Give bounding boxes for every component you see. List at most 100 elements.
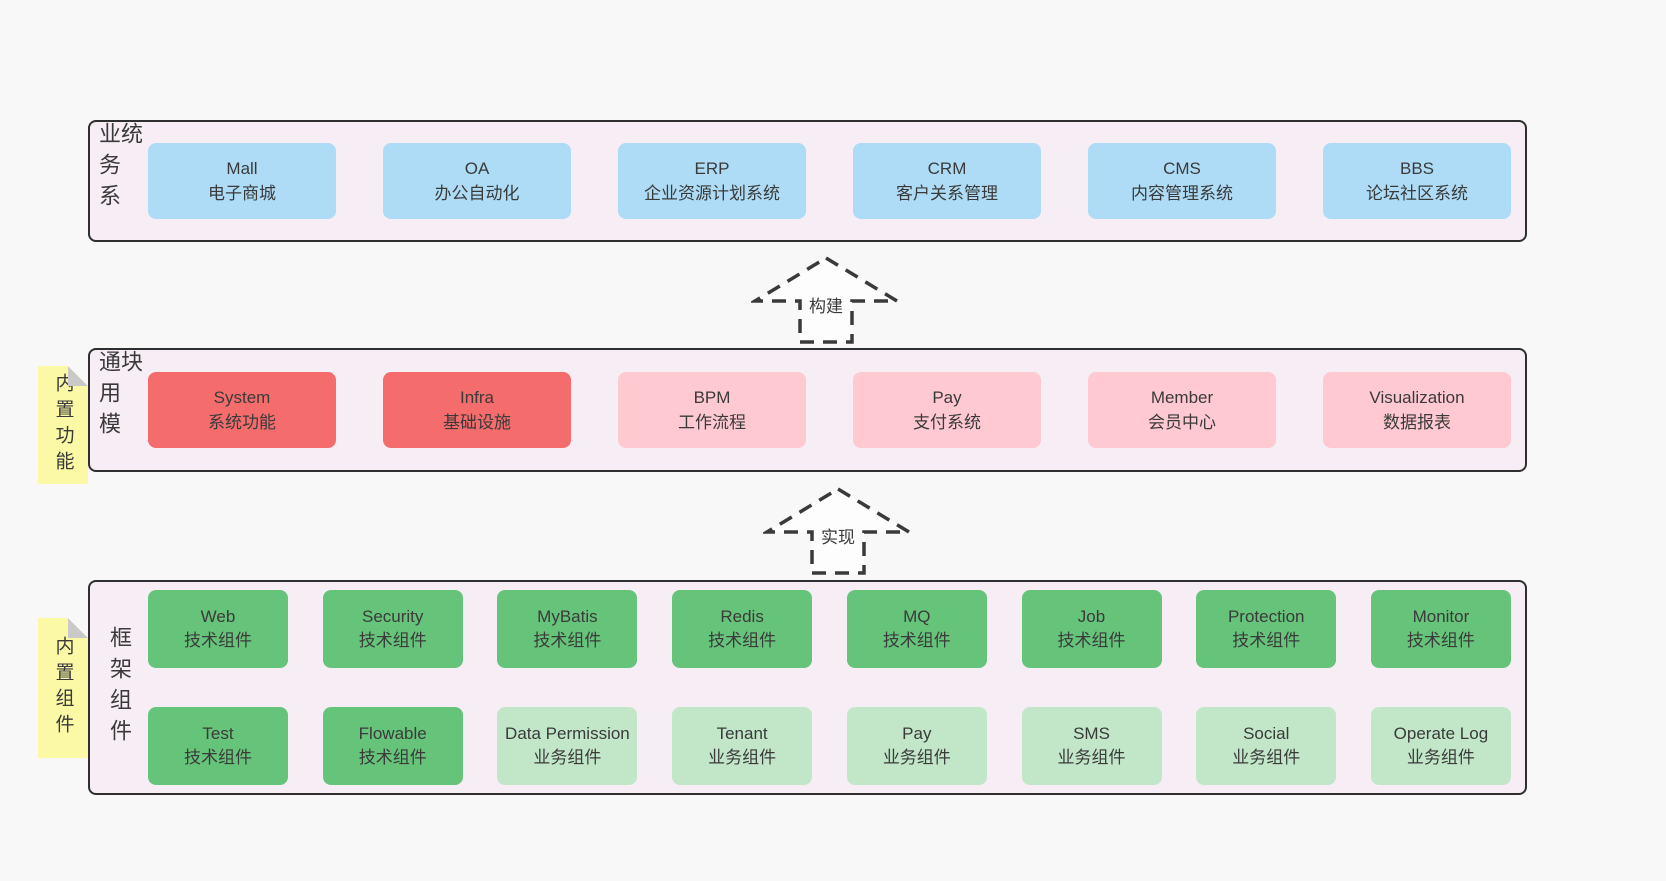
box-name: MyBatis xyxy=(537,607,598,627)
layer-label-common: 通用模块 xyxy=(90,350,148,470)
business-systems-layer: 业务系统 Mall 电子商城 OA 办公自动化 ERP 企业资源计划系统 CRM… xyxy=(88,120,1527,242)
note-text: 内置组件 xyxy=(52,636,74,740)
box-bpm: BPM 工作流程 xyxy=(618,372,806,448)
box-cms: CMS 内容管理系统 xyxy=(1088,143,1276,219)
box-desc: 电子商城 xyxy=(208,184,276,203)
box-data-permission: Data Permission 业务组件 xyxy=(497,706,638,785)
box-name: Mall xyxy=(226,159,258,178)
implement-arrow-label: 实现 xyxy=(817,522,859,549)
box-desc: 支付系统 xyxy=(913,413,981,432)
box-redis: Redis 技术组件 xyxy=(672,590,813,669)
box-visualization: Visualization 数据报表 xyxy=(1323,372,1511,448)
box-oa: OA 办公自动化 xyxy=(383,143,571,219)
box-desc: 技术组件 xyxy=(184,631,252,651)
box-desc: 技术组件 xyxy=(533,631,602,651)
box-desc: 业务组件 xyxy=(882,747,951,767)
box-desc: 技术组件 xyxy=(882,631,951,651)
box-desc: 基础设施 xyxy=(443,413,511,432)
box-desc: 业务组件 xyxy=(1057,747,1126,767)
box-tenant: Tenant 业务组件 xyxy=(672,706,813,785)
box-desc: 技术组件 xyxy=(1232,631,1301,651)
box-name: Monitor xyxy=(1412,607,1470,627)
box-desc: 数据报表 xyxy=(1383,413,1451,432)
box-name: Test xyxy=(202,723,234,743)
builtin-components-note: 内置组件 xyxy=(38,618,88,758)
box-name: CMS xyxy=(1163,159,1201,178)
box-mq: MQ 技术组件 xyxy=(846,590,987,669)
framework-boxes-grid: Web 技术组件 Security 技术组件 MyBatis 技术组件 Redi… xyxy=(148,582,1525,793)
box-sms: SMS 业务组件 xyxy=(1021,706,1162,785)
box-desc: 技术组件 xyxy=(184,747,252,767)
box-name: System xyxy=(213,388,271,407)
box-name: Data Permission xyxy=(505,723,630,743)
box-name: Web xyxy=(200,607,236,627)
box-system: System 系统功能 xyxy=(148,372,336,448)
box-social: Social 业务组件 xyxy=(1196,706,1337,785)
box-name: Security xyxy=(361,607,424,627)
box-pay-component: Pay 业务组件 xyxy=(846,706,987,785)
box-desc: 内容管理系统 xyxy=(1131,184,1233,203)
box-security: Security 技术组件 xyxy=(322,590,463,669)
box-desc: 技术组件 xyxy=(1057,631,1126,651)
box-desc: 技术组件 xyxy=(358,631,427,651)
box-desc: 技术组件 xyxy=(708,631,777,651)
box-desc: 客户关系管理 xyxy=(896,184,998,203)
box-name: Pay xyxy=(932,388,962,407)
box-name: Pay xyxy=(902,723,932,743)
box-name: Tenant xyxy=(716,723,768,743)
box-desc: 业务组件 xyxy=(1232,747,1301,767)
implement-arrow: 实现 xyxy=(763,486,913,576)
box-name: Flowable xyxy=(358,723,427,743)
box-monitor: Monitor 技术组件 xyxy=(1370,590,1511,669)
box-name: Operate Log xyxy=(1393,723,1489,743)
box-name: Social xyxy=(1243,723,1290,743)
box-crm: CRM 客户关系管理 xyxy=(853,143,1041,219)
layer-label-framework: 框架组件 xyxy=(90,582,148,793)
box-operate-log: Operate Log 业务组件 xyxy=(1370,706,1511,785)
box-name: Protection xyxy=(1227,607,1305,627)
box-job: Job 技术组件 xyxy=(1021,590,1162,669)
box-web: Web 技术组件 xyxy=(148,590,288,669)
box-erp: ERP 企业资源计划系统 xyxy=(618,143,806,219)
box-test: Test 技术组件 xyxy=(148,706,288,785)
box-name: CRM xyxy=(927,159,967,178)
box-name: BPM xyxy=(693,388,731,407)
box-desc: 业务组件 xyxy=(533,747,602,767)
box-name: Redis xyxy=(720,607,764,627)
note-text: 内置功能 xyxy=(52,373,74,477)
layer-label-text: 通用模块 xyxy=(96,350,143,443)
box-mall: Mall 电子商城 xyxy=(148,143,336,219)
framework-row-2: Test 技术组件 Flowable 技术组件 Data Permission … xyxy=(148,699,1511,794)
box-desc: 论坛社区系统 xyxy=(1366,184,1468,203)
box-desc: 业务组件 xyxy=(708,747,777,767)
box-desc: 办公自动化 xyxy=(434,184,520,203)
layer-label-text: 框架组件 xyxy=(107,625,132,750)
box-name: MQ xyxy=(903,607,931,627)
box-name: Member xyxy=(1150,388,1214,407)
box-desc: 技术组件 xyxy=(358,747,427,767)
layer-label-business: 业务系统 xyxy=(90,122,148,240)
box-mybatis: MyBatis 技术组件 xyxy=(497,590,638,669)
framework-components-layer: 框架组件 Web 技术组件 Security 技术组件 MyBatis 技术组件… xyxy=(88,580,1527,795)
box-name: Infra xyxy=(459,388,495,407)
box-name: BBS xyxy=(1399,159,1435,178)
box-bbs: BBS 论坛社区系统 xyxy=(1323,143,1511,219)
box-desc: 工作流程 xyxy=(678,413,746,432)
folded-corner-icon xyxy=(68,366,88,386)
folded-corner-icon xyxy=(68,618,88,638)
box-name: ERP xyxy=(694,159,730,178)
build-arrow: 构建 xyxy=(751,255,901,345)
box-name: SMS xyxy=(1073,723,1110,743)
box-desc: 企业资源计划系统 xyxy=(644,184,780,203)
box-flowable: Flowable 技术组件 xyxy=(322,706,463,785)
box-desc: 业务组件 xyxy=(1406,747,1475,767)
layer-label-text: 业务系统 xyxy=(96,122,143,215)
business-boxes-row: Mall 电子商城 OA 办公自动化 ERP 企业资源计划系统 CRM 客户关系… xyxy=(148,122,1525,240)
box-desc: 系统功能 xyxy=(208,413,276,432)
box-infra: Infra 基础设施 xyxy=(383,372,571,448)
box-name: Visualization xyxy=(1369,388,1465,407)
box-member: Member 会员中心 xyxy=(1088,372,1276,448)
framework-row-1: Web 技术组件 Security 技术组件 MyBatis 技术组件 Redi… xyxy=(148,582,1511,677)
build-arrow-label: 构建 xyxy=(805,291,847,318)
box-name: Job xyxy=(1077,607,1106,627)
